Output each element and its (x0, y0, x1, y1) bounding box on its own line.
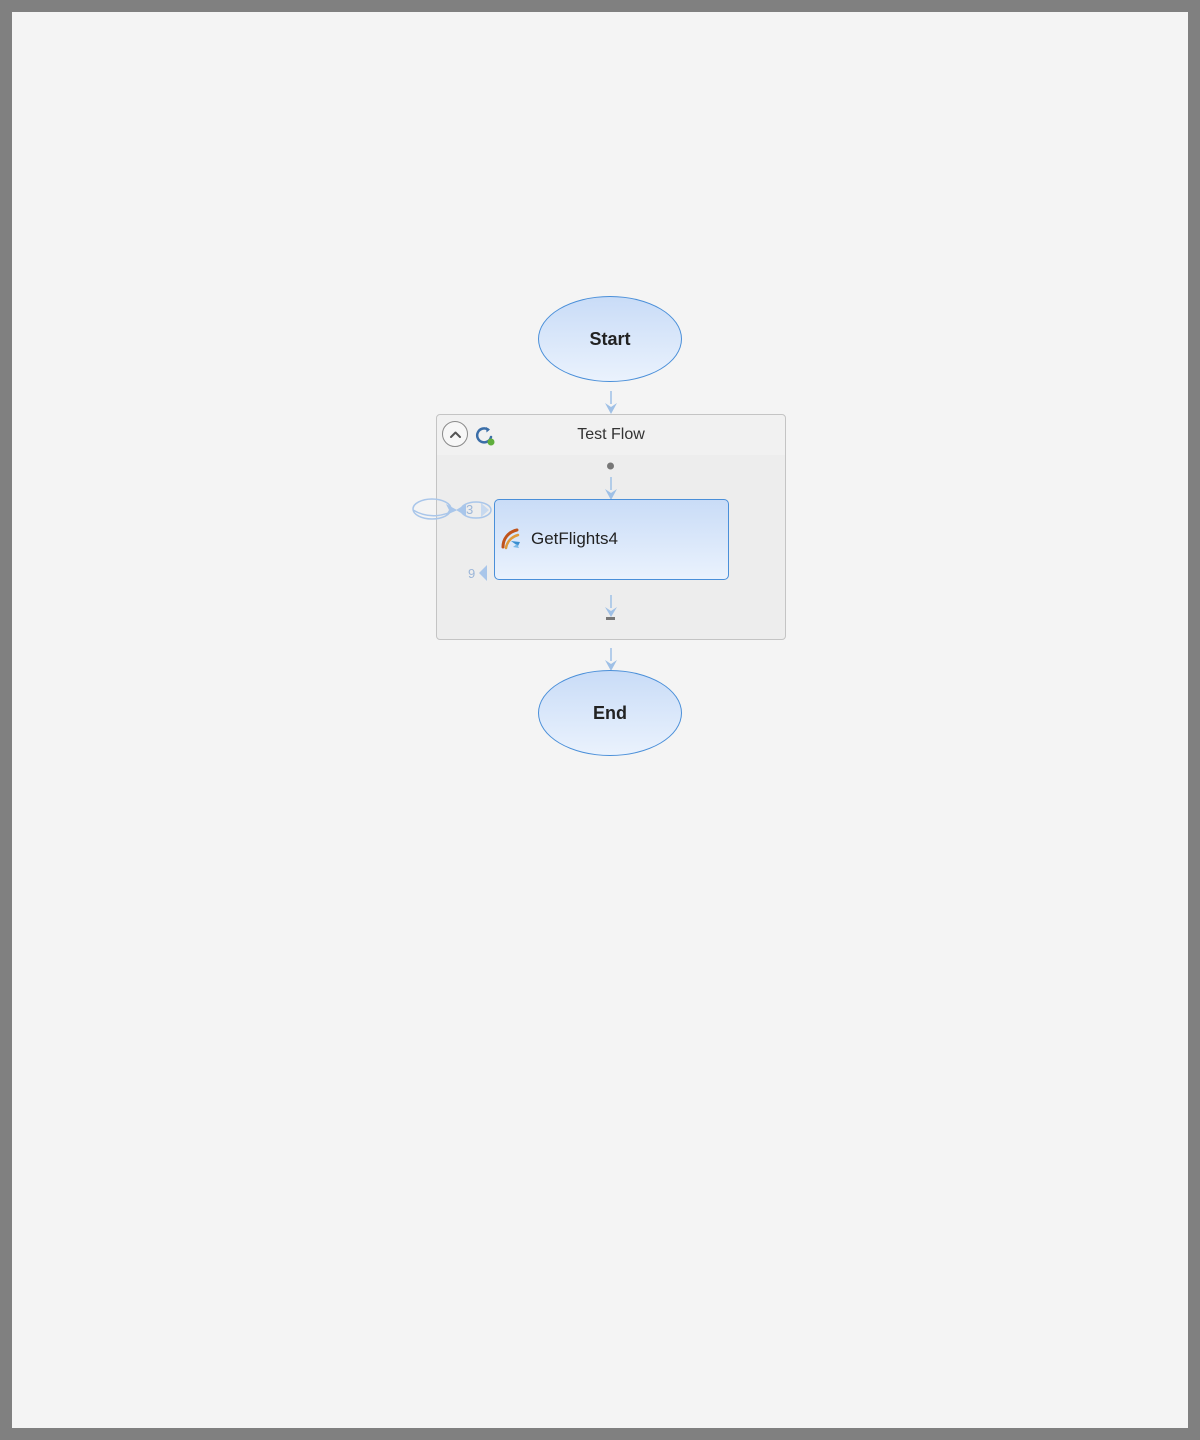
end-node[interactable]: End (538, 670, 682, 756)
out-port-count: 9 (468, 566, 476, 581)
loop-icon (475, 427, 495, 446)
collapse-button[interactable] (442, 421, 468, 447)
loop-back-connector[interactable] (412, 498, 492, 520)
out-port-arrow[interactable] (479, 565, 487, 581)
in-port-count: 3 (466, 502, 474, 517)
task-label: GetFlights4 (531, 529, 618, 548)
start-node-label: Start (589, 328, 631, 349)
entry-point-dot (607, 462, 614, 470)
start-node[interactable]: Start (538, 296, 682, 382)
group-title: Test Flow (577, 426, 645, 443)
connector-start-to-group[interactable] (605, 391, 617, 414)
connector-entry-to-task[interactable] (605, 477, 617, 500)
connector-task-to-exit[interactable] (605, 595, 617, 617)
group-header: Test Flow (437, 415, 785, 455)
connector-group-to-end[interactable] (605, 648, 617, 671)
chevron-up-icon (450, 431, 461, 438)
task-node-getflights[interactable]: GetFlights4 (494, 499, 729, 580)
service-call-icon (501, 528, 520, 550)
exit-point-marker (606, 617, 615, 620)
end-node-label: End (593, 702, 627, 723)
